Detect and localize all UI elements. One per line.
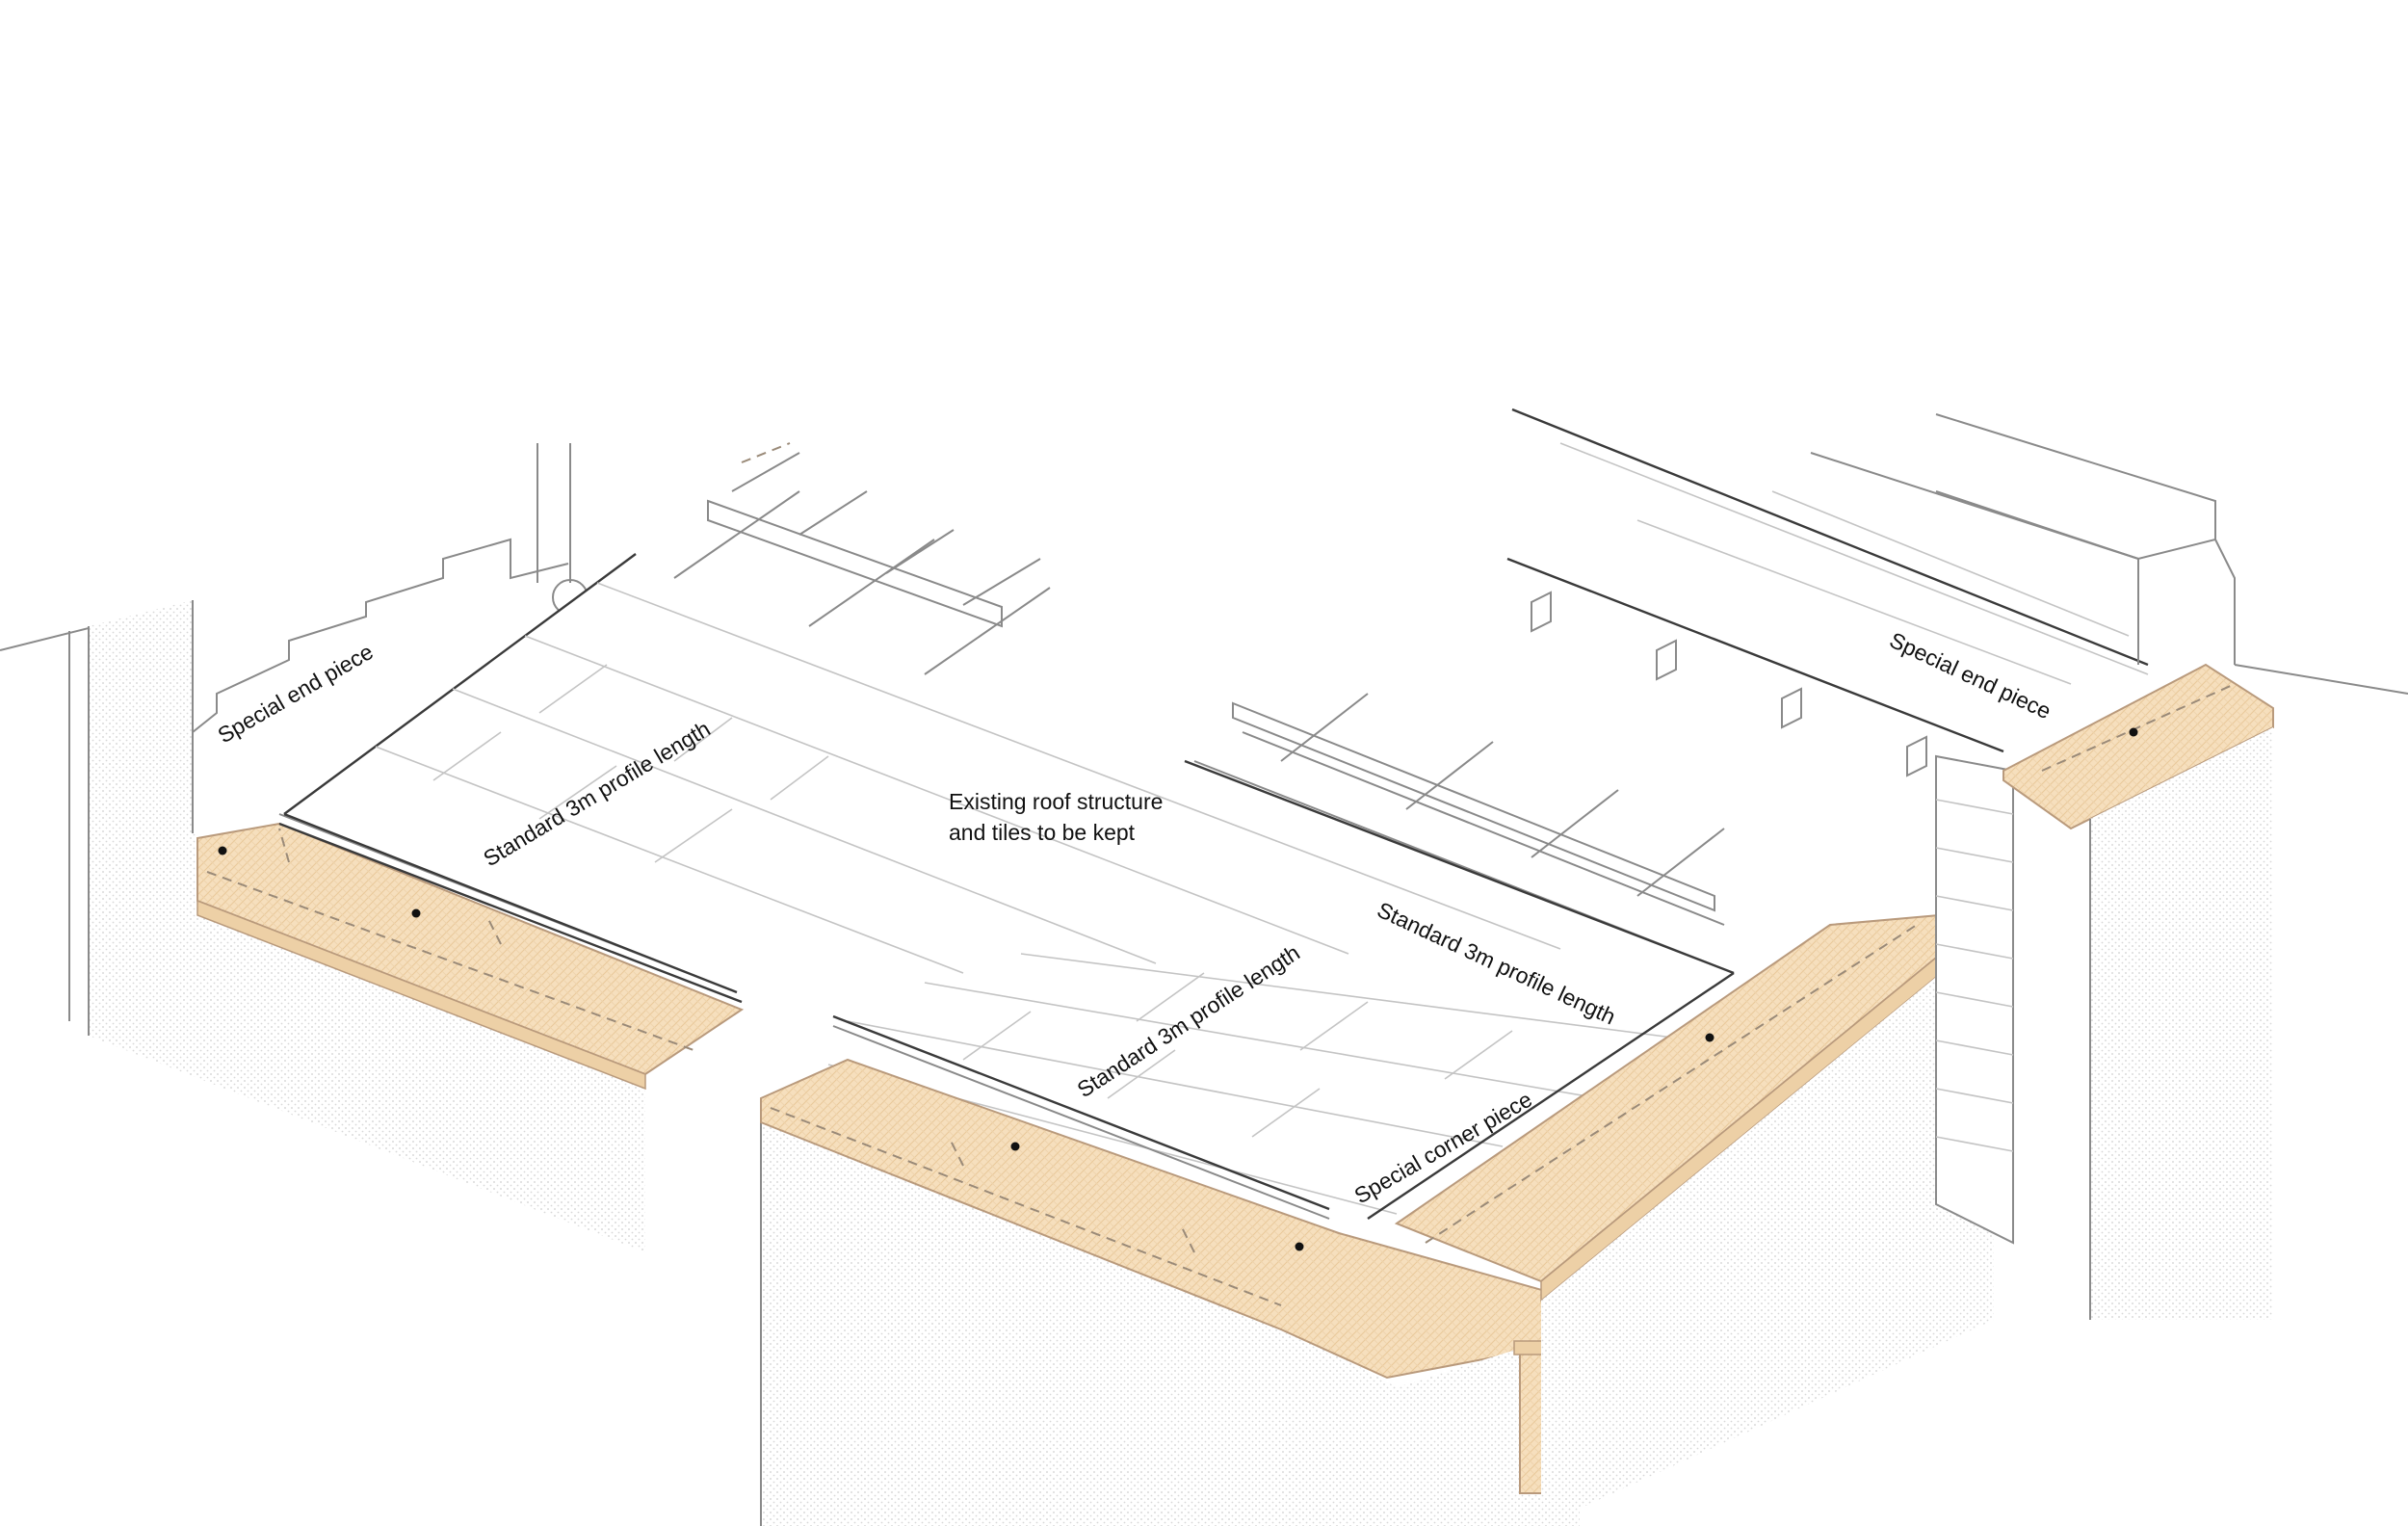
corner-downpipe <box>1397 1329 1580 1526</box>
label-special-end-piece-left: Special end piece <box>214 639 378 748</box>
right-parapet <box>1810 413 2408 695</box>
right-brick-pier <box>1935 754 2014 1245</box>
middle-timber-board <box>760 1014 1591 1380</box>
left-timber-board <box>196 813 745 1091</box>
fixing-dot <box>218 846 227 855</box>
right-timber-board <box>1367 908 1998 1526</box>
fixing-dot <box>411 908 421 918</box>
middle-wall <box>760 1122 1397 1526</box>
fixing-dot <box>1010 1142 1020 1151</box>
fixing-dot <box>2129 727 2138 737</box>
label-existing-roof-line2: and tiles to be kept <box>949 820 1136 845</box>
label-existing-roof-line1: Existing roof structure <box>949 789 1163 814</box>
right-end-timber <box>2002 663 2274 1320</box>
left-roof-battens <box>673 442 1051 675</box>
right-roof-plane <box>1184 408 2149 975</box>
left-downpipe <box>192 443 589 733</box>
fixing-dot <box>1705 1033 1714 1042</box>
right-rafter-ends <box>1531 591 1927 777</box>
label-special-end-piece-right: Special end piece <box>1886 627 2055 724</box>
fixing-dot <box>1295 1242 1304 1251</box>
